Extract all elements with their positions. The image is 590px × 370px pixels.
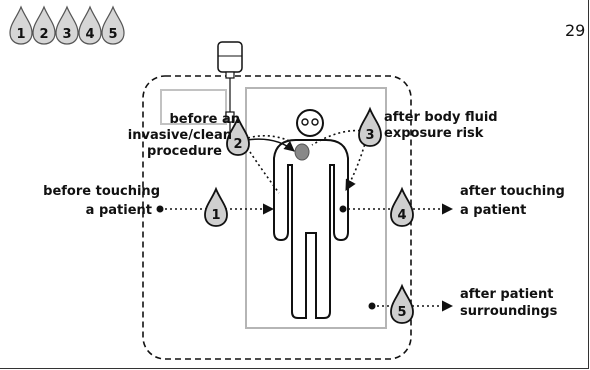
bedside-table — [160, 89, 227, 125]
svg-text:4: 4 — [397, 208, 406, 223]
svg-text:1: 1 — [211, 208, 220, 223]
header-drops: 1 2 3 4 5 — [9, 6, 125, 45]
svg-text:after body fluid: after body fluid — [384, 110, 498, 125]
svg-text:2: 2 — [233, 137, 242, 152]
bed-outline — [245, 87, 387, 329]
svg-text:after patient: after patient — [460, 287, 553, 302]
svg-text:3: 3 — [365, 128, 374, 143]
moment-5-label: after patient surroundings — [460, 287, 558, 319]
moment-3-label: after body fluid exposure risk — [384, 110, 498, 141]
svg-text:5: 5 — [397, 305, 406, 320]
moment-1-label: before touching a patient — [43, 184, 160, 218]
svg-text:a patient: a patient — [86, 203, 152, 218]
patient-figure — [273, 109, 349, 319]
svg-text:before an: before an — [170, 112, 241, 127]
page-number: 29 — [565, 21, 585, 40]
invasive-site-marker — [294, 143, 310, 161]
moment-2-to-site-dotted — [247, 134, 293, 143]
svg-text:surroundings: surroundings — [460, 304, 558, 319]
patient-zone-boundary — [142, 75, 412, 360]
moment-2-label: before an invasive/clean procedure — [128, 112, 240, 159]
header-drop-2: 2 — [39, 27, 48, 42]
moment-2-to-hand-line — [249, 151, 280, 194]
svg-text:before touching: before touching — [43, 184, 160, 199]
header-drop-3: 3 — [62, 27, 71, 42]
moment-1-drop: 1 — [204, 188, 228, 227]
moment-2-drop: 2 — [226, 117, 250, 156]
header-drop-1: 1 — [16, 27, 25, 42]
moment-3-to-site-dotted — [311, 129, 366, 146]
header-drop-4: 4 — [85, 27, 94, 42]
header-drop-5: 5 — [108, 27, 117, 42]
svg-text:after touching: after touching — [460, 184, 565, 199]
moment-5-drop: 5 — [390, 285, 414, 324]
iv-drip-icon — [217, 41, 243, 132]
moment-4-label: after touching a patient — [460, 184, 565, 218]
svg-text:exposure risk: exposure risk — [384, 126, 484, 141]
moment-4-drop: 4 — [390, 188, 414, 227]
svg-text:a patient: a patient — [460, 203, 526, 218]
svg-text:invasive/clean: invasive/clean — [128, 128, 232, 143]
moment-3-drop: 3 — [358, 108, 382, 147]
moment-2-arrow — [246, 138, 295, 152]
svg-text:procedure: procedure — [147, 144, 222, 159]
